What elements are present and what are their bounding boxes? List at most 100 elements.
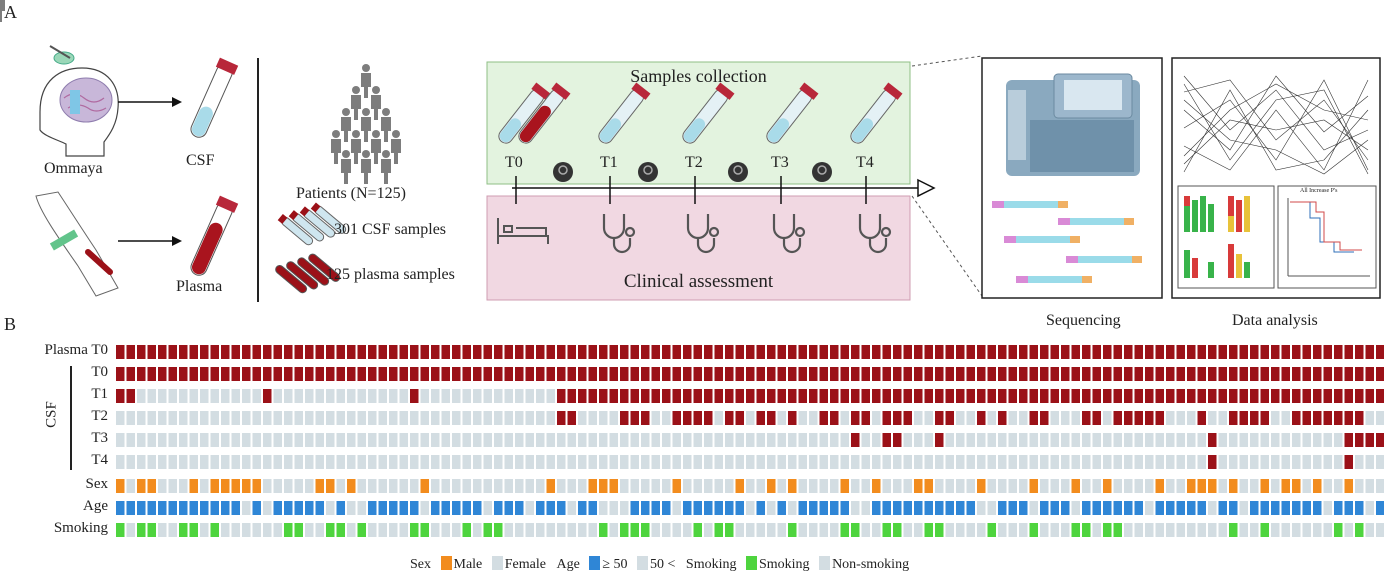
cell-csf-t3 (504, 433, 513, 447)
cell-csf-t1 (347, 389, 356, 403)
cell-csf-t3 (935, 433, 944, 447)
cell-csf-t3 (893, 433, 902, 447)
cell-csf-t3 (567, 433, 576, 447)
cell-csf-t0 (809, 367, 818, 381)
cell-csf-t2 (683, 411, 692, 425)
cell-age (462, 501, 471, 515)
cell-csf-t1 (966, 389, 975, 403)
cell-age (830, 501, 839, 515)
cell-csf-t3 (956, 433, 965, 447)
cell-csf-t3 (630, 433, 639, 447)
cell-age (1113, 501, 1122, 515)
cell-plasma-t0 (200, 345, 209, 359)
cell-csf-t1 (735, 389, 744, 403)
cell-csf-t4 (977, 455, 986, 469)
cell-csf-t4 (1355, 455, 1364, 469)
cell-csf-t4 (683, 455, 692, 469)
cell-age (1376, 501, 1384, 515)
cell-plasma-t0 (1334, 345, 1343, 359)
cell-plasma-t0 (746, 345, 755, 359)
cell-sex (1103, 479, 1112, 493)
cell-age (137, 501, 146, 515)
cell-sex (284, 479, 293, 493)
cell-age (977, 501, 986, 515)
cell-csf-t1 (179, 389, 188, 403)
cell-sex (473, 479, 482, 493)
plasma-samples-tubes-icon (275, 253, 341, 294)
cell-csf-t4 (1061, 455, 1070, 469)
cell-plasma-t0 (431, 345, 440, 359)
cell-smoking (1239, 523, 1248, 537)
cell-age (231, 501, 240, 515)
cell-age (410, 501, 419, 515)
cell-age (893, 501, 902, 515)
cell-csf-t0 (1113, 367, 1122, 381)
cell-sex (809, 479, 818, 493)
cell-csf-t3 (1019, 433, 1028, 447)
cell-age (536, 501, 545, 515)
cell-csf-t0 (431, 367, 440, 381)
cell-age (1365, 501, 1374, 515)
cell-smoking (483, 523, 492, 537)
cell-csf-t4 (137, 455, 146, 469)
cell-csf-t4 (525, 455, 534, 469)
cell-csf-t3 (158, 433, 167, 447)
cell-csf-t0 (767, 367, 776, 381)
cell-smoking (1008, 523, 1017, 537)
legend-female-label: Female (504, 557, 546, 572)
cell-plasma-t0 (420, 345, 429, 359)
cell-csf-t2 (515, 411, 524, 425)
cell-sex (231, 479, 240, 493)
cell-csf-t0 (210, 367, 219, 381)
cell-csf-t2 (851, 411, 860, 425)
cell-sex (914, 479, 923, 493)
cell-csf-t4 (1250, 455, 1259, 469)
cell-csf-t2 (935, 411, 944, 425)
cell-plasma-t0 (966, 345, 975, 359)
survival-curve-icon (1287, 198, 1370, 277)
cell-csf-t0 (1260, 367, 1269, 381)
cell-age (1166, 501, 1175, 515)
cell-csf-t0 (1292, 367, 1301, 381)
cell-csf-t2 (252, 411, 261, 425)
cell-plasma-t0 (935, 345, 944, 359)
cell-csf-t4 (273, 455, 282, 469)
cell-csf-t2 (1176, 411, 1185, 425)
cell-smoking (147, 523, 156, 537)
cell-csf-t4 (1008, 455, 1017, 469)
cell-sex (147, 479, 156, 493)
cell-csf-t0 (1029, 367, 1038, 381)
cell-plasma-t0 (725, 345, 734, 359)
cell-csf-t4 (1187, 455, 1196, 469)
cell-csf-t4 (1229, 455, 1238, 469)
cell-age (284, 501, 293, 515)
cell-csf-t2 (819, 411, 828, 425)
cell-csf-t1 (399, 389, 408, 403)
cell-csf-t3 (672, 433, 681, 447)
bed-icon (497, 218, 549, 244)
cell-smoking (1082, 523, 1091, 537)
cell-csf-t4 (1082, 455, 1091, 469)
cell-smoking (777, 523, 786, 537)
cell-smoking (273, 523, 282, 537)
cell-smoking (1019, 523, 1028, 537)
cell-csf-t3 (998, 433, 1007, 447)
cell-csf-t2 (1323, 411, 1332, 425)
cell-sex (441, 479, 450, 493)
cell-csf-t1 (1197, 389, 1206, 403)
cell-smoking (1281, 523, 1290, 537)
cell-csf-t4 (725, 455, 734, 469)
cell-csf-t2 (746, 411, 755, 425)
cell-csf-t4 (872, 455, 881, 469)
cell-sex (861, 479, 870, 493)
cell-csf-t1 (1092, 389, 1101, 403)
cell-smoking (315, 523, 324, 537)
cell-sex (998, 479, 1007, 493)
cell-csf-t1 (861, 389, 870, 403)
cell-csf-t3 (945, 433, 954, 447)
cell-age (683, 501, 692, 515)
cell-csf-t2 (242, 411, 251, 425)
cell-sex (1187, 479, 1196, 493)
legend-age-title: Age (556, 557, 580, 572)
